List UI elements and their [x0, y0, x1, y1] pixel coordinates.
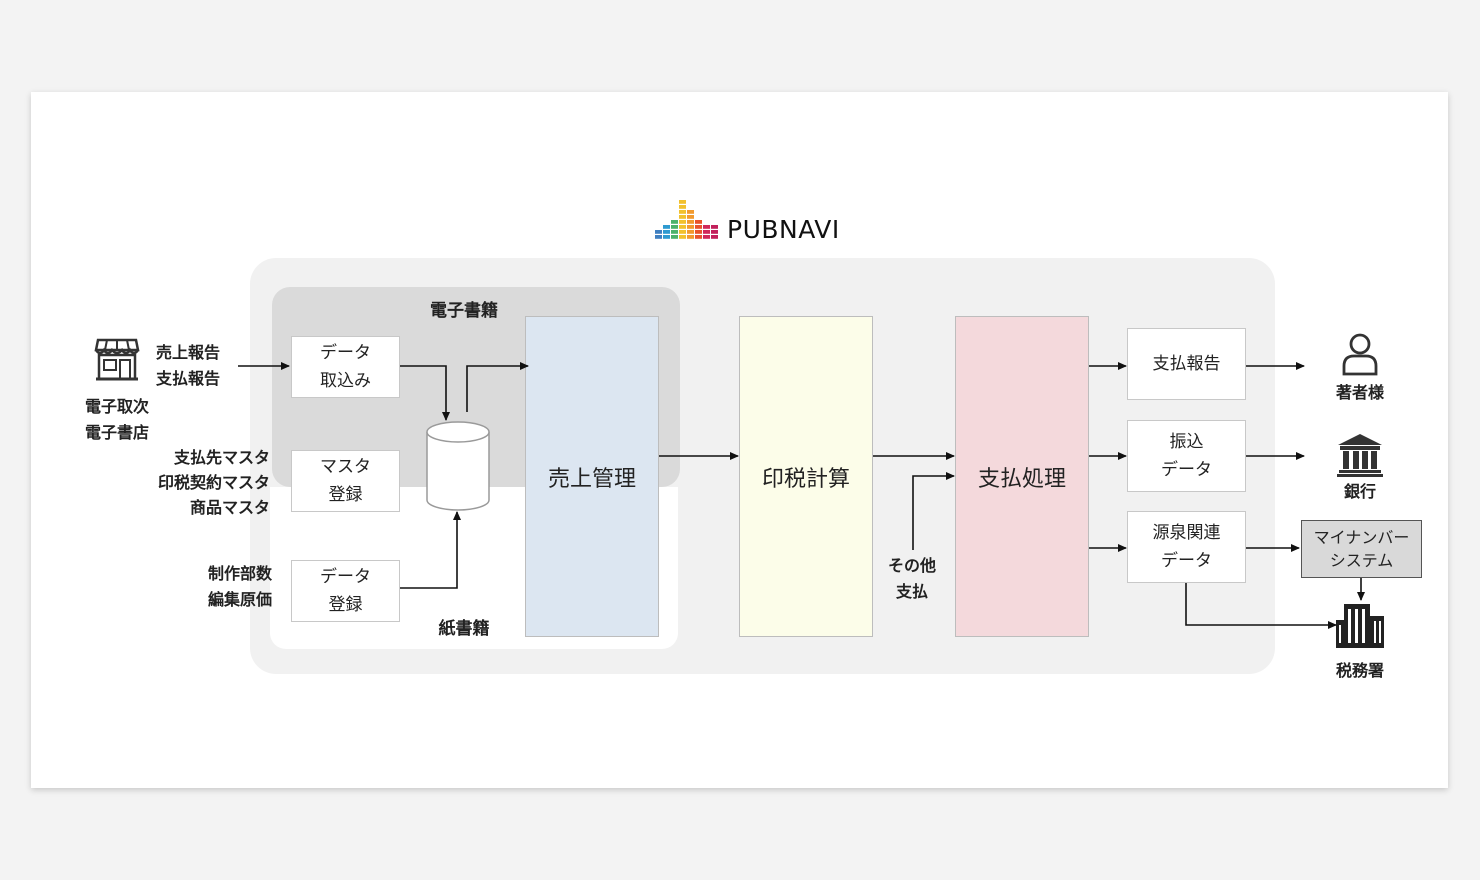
tax-office-building-icon — [1336, 604, 1384, 648]
masters-label: 支払先マスタ 印税契約マスタ 商品マスタ — [157, 448, 270, 517]
production-label: 制作部数 編集原価 — [207, 564, 272, 609]
bank-icon — [1337, 434, 1383, 477]
transfer-data-box: 振込 データ — [1127, 420, 1246, 492]
logo-bar-segment — [703, 235, 710, 239]
payment-processing-column: 支払処理 — [955, 316, 1089, 637]
logo-bar-segment — [671, 225, 678, 229]
logo-bar-segment — [711, 225, 718, 229]
db-to-sales-arrow — [466, 362, 529, 412]
logo-bars-icon — [655, 200, 718, 239]
stores-label: 電子取次 電子書店 — [84, 397, 149, 442]
data-register-box: データ 登録 — [291, 560, 400, 622]
logo-bar-segment — [679, 200, 686, 204]
person-icon — [1342, 333, 1378, 376]
data-import-box: データ 取込み — [291, 336, 400, 398]
logo-bar-segment — [679, 230, 686, 234]
logo-bar-segment — [711, 230, 718, 234]
tax-office-label: 税務署 — [1335, 661, 1384, 680]
logo-bar-segment — [703, 230, 710, 234]
logo-bar-segment — [703, 225, 710, 229]
logo-bar-segment — [663, 225, 670, 229]
logo-bar-segment — [687, 230, 694, 234]
bank-label: 銀行 — [1343, 482, 1376, 501]
logo-bar-segment — [679, 215, 686, 219]
logo-bar-segment — [663, 235, 670, 239]
logo-bar-segment — [671, 220, 678, 224]
logo-bar-segment — [679, 225, 686, 229]
author-label: 著者様 — [1335, 383, 1384, 402]
withholding-data-box: 源泉関連 データ — [1127, 511, 1246, 583]
import-to-db-arrow — [400, 365, 450, 421]
brand-logo: PUBNAVI — [655, 199, 855, 244]
logo-bar-segment — [671, 230, 678, 234]
brand-name: PUBNAVI — [727, 215, 840, 244]
master-register-box: マスタ 登録 — [291, 450, 400, 512]
reports-label: 売上報告 支払報告 — [156, 343, 221, 388]
logo-bar-segment — [687, 210, 694, 214]
other-payment-label: その他 支払 — [887, 556, 936, 601]
logo-bar-segment — [679, 205, 686, 209]
withholding-to-tax-office-arrow — [1185, 583, 1337, 629]
logo-bar-segment — [679, 235, 686, 239]
payment-report-box: 支払報告 — [1127, 328, 1246, 400]
logo-bar-segment — [695, 230, 702, 234]
logo-bar-segment — [695, 235, 702, 239]
logo-bar-segment — [687, 220, 694, 224]
logo-bar-segment — [663, 230, 670, 234]
store-icon — [94, 338, 140, 381]
logo-bar-segment — [695, 225, 702, 229]
logo-bar-segment — [655, 235, 662, 239]
database-icon — [426, 421, 490, 511]
logo-bar-segment — [671, 235, 678, 239]
logo-bar-segment — [687, 225, 694, 229]
logo-bar-segment — [655, 230, 662, 234]
ebook-region-label: 電子書籍 — [430, 301, 498, 321]
register-to-db-arrow — [400, 511, 461, 589]
sales-management-column: 売上管理 — [525, 316, 659, 637]
logo-bar-segment — [687, 235, 694, 239]
logo-bar-segment — [679, 210, 686, 214]
logo-bar-segment — [695, 220, 702, 224]
logo-bar-segment — [679, 220, 686, 224]
logo-bar-segment — [687, 215, 694, 219]
mynumber-system-box: マイナンバー システム — [1301, 520, 1422, 578]
logo-bar-segment — [711, 235, 718, 239]
paper-region-label: 紙書籍 — [438, 619, 490, 639]
other-payment-arrow — [912, 472, 955, 550]
royalty-calculation-column: 印税計算 — [739, 316, 873, 637]
